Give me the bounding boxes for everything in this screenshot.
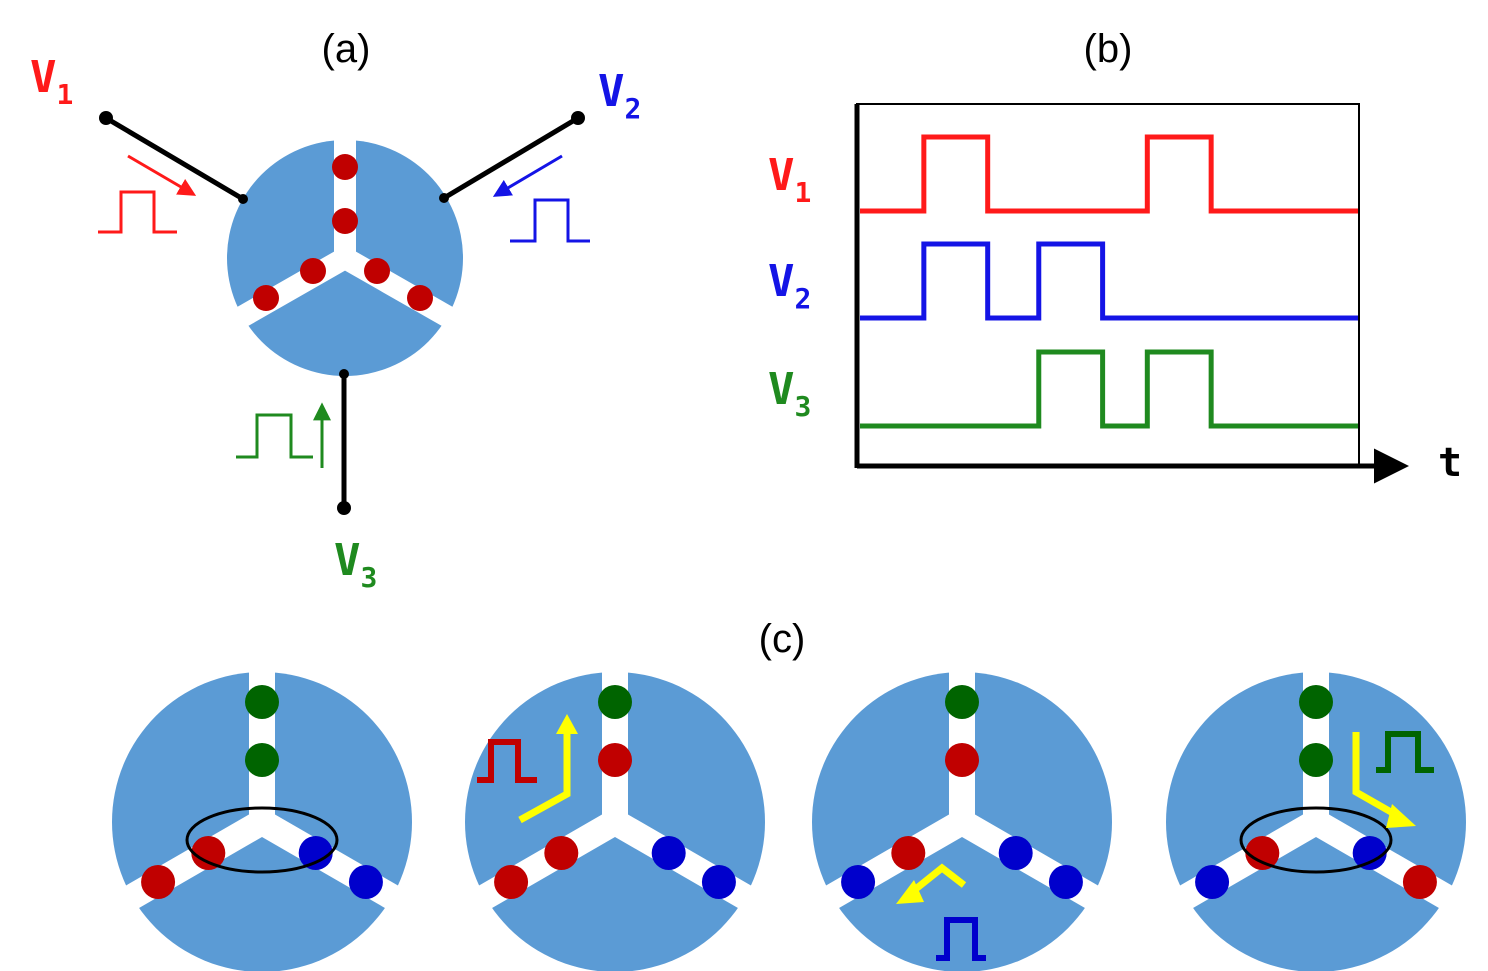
electron-dot — [300, 258, 326, 284]
sequence-frame — [112, 666, 412, 971]
panel-a: (a) — [30, 27, 641, 594]
electron-dot — [407, 285, 433, 311]
electron-dot — [841, 865, 876, 899]
yellow-arrow — [518, 730, 571, 824]
panel-a-label: (a) — [322, 27, 371, 71]
timing-v2-label: V2 — [768, 256, 811, 315]
yellow-arrowhead — [896, 880, 924, 904]
electron-dot — [651, 836, 686, 870]
electron-dot — [245, 685, 279, 719]
channel-left — [227, 248, 351, 332]
electron-dot — [332, 208, 358, 234]
device-a — [227, 130, 463, 376]
electron-dot — [1245, 836, 1280, 870]
electron-dot — [253, 285, 279, 311]
electron-dot — [945, 685, 979, 719]
electron-dot — [891, 836, 926, 870]
trace-v1 — [860, 134, 1358, 214]
yellow-arrowhead — [1386, 804, 1416, 828]
v1-label: V1 — [30, 52, 73, 111]
electron-dot — [141, 865, 176, 899]
electron-dot — [598, 743, 632, 777]
channel-right — [339, 248, 463, 332]
sequence-frame — [812, 666, 1112, 971]
timing-frame — [856, 103, 1360, 467]
pulse-icon — [1376, 731, 1434, 773]
electron-dot — [494, 865, 529, 899]
trace-v3 — [860, 349, 1358, 429]
lead-v1 — [99, 111, 248, 204]
yellow-arrowhead — [556, 714, 578, 734]
timing-v3-label: V3 — [768, 364, 811, 423]
electron-dot — [1299, 685, 1333, 719]
v2-label: V2 — [598, 66, 641, 125]
arrow-v2 — [492, 154, 563, 197]
electron-dot — [1195, 865, 1230, 899]
electron-dot — [544, 836, 579, 870]
pair-highlight-ellipse — [185, 806, 339, 874]
electron-dot — [998, 836, 1033, 870]
electron-dot — [364, 258, 390, 284]
pulse-icon-v2 — [510, 198, 590, 243]
arrow-v1 — [127, 154, 197, 196]
sequence-frame — [1166, 666, 1466, 971]
panel-c: (c) — [112, 617, 1466, 971]
yellow-arrow — [1352, 732, 1400, 820]
panel-b: (b) t V1 V2 V3 — [768, 27, 1462, 486]
pulse-icon — [936, 917, 986, 961]
pulse-icon-v3 — [236, 413, 313, 459]
electron-dot — [1352, 836, 1387, 870]
timing-traces — [860, 134, 1358, 429]
panel-c-label: (c) — [759, 617, 806, 661]
pulse-icon-v1 — [98, 190, 177, 234]
electron-dot — [298, 836, 333, 870]
yellow-arrow — [909, 863, 967, 895]
pulse-icon — [477, 739, 537, 783]
trace-v2 — [860, 241, 1358, 321]
electron-dot — [332, 154, 358, 180]
electron-dot — [191, 836, 226, 870]
electron-dot — [245, 743, 279, 777]
lead-v3 — [337, 369, 351, 515]
t-axis-label: t — [1438, 440, 1462, 486]
electron-dot — [1048, 865, 1083, 899]
lead-v2 — [439, 111, 585, 203]
electron-dot — [701, 865, 736, 899]
sequence-frame — [465, 666, 765, 971]
electron-dot — [945, 743, 979, 777]
timing-v1-label: V1 — [768, 150, 811, 209]
electron-dot — [1402, 865, 1437, 899]
pair-highlight-ellipse — [1239, 806, 1393, 874]
electron-dot — [1299, 743, 1333, 777]
electron-dot — [598, 685, 632, 719]
panel-b-label: (b) — [1084, 27, 1133, 71]
electron-dot — [348, 865, 383, 899]
sequence-frames — [112, 666, 1466, 971]
v3-label: V3 — [334, 535, 377, 594]
